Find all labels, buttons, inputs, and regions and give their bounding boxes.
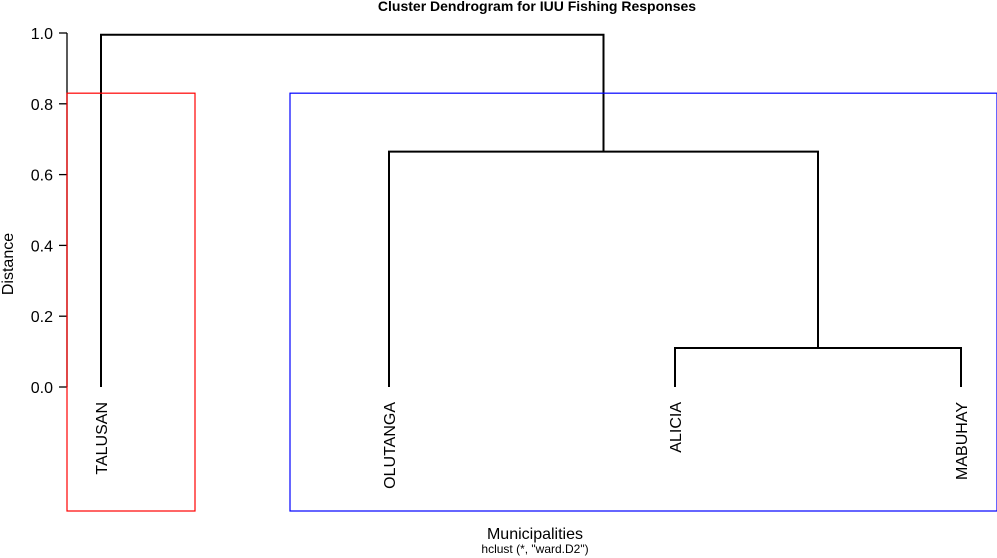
y-tick-label: 0.0 — [31, 380, 53, 397]
leaf-labels: TALUSAN OLUTANGA ALICIA MABUHAY — [94, 402, 971, 489]
leaf-label: TALUSAN — [94, 402, 111, 475]
y-tick-label: 1.0 — [31, 26, 53, 43]
cluster-box — [66, 92, 196, 512]
y-tick-label: 0.8 — [31, 97, 53, 114]
leaf-label: MABUHAY — [954, 402, 971, 480]
leaf-label: OLUTANGA — [382, 402, 399, 489]
cluster-boxes — [66, 92, 997, 512]
leaf-label: ALICIA — [668, 402, 685, 453]
y-tick-label: 0.4 — [31, 238, 53, 255]
dendrogram-links — [100, 33, 962, 387]
y-axis: 0.0 0.2 0.4 0.6 0.8 1.0 — [31, 26, 68, 397]
method-subtitle: hclust (*, "ward.D2") — [481, 542, 588, 556]
dendrogram-link — [388, 150, 819, 387]
cluster-box — [289, 92, 997, 512]
y-ticks: 0.0 0.2 0.4 0.6 0.8 1.0 — [31, 26, 67, 397]
dendrogram-link — [100, 33, 605, 387]
y-tick-label: 0.6 — [31, 168, 53, 185]
x-axis-label: Municipalities — [487, 526, 583, 543]
y-axis-label: Distance — [0, 233, 17, 295]
y-tick-label: 0.2 — [31, 309, 53, 326]
dendrogram-link — [674, 347, 962, 387]
chart-title: Cluster Dendrogram for IUU Fishing Respo… — [378, 0, 696, 14]
